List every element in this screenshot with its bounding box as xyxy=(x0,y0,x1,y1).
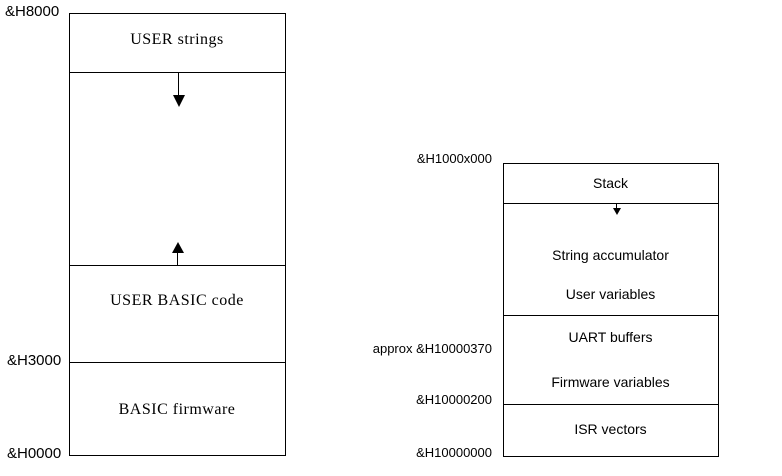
left-address-label-h3000: &H3000 xyxy=(7,352,62,369)
right-section-divider-variables xyxy=(503,315,718,316)
arrow-stem xyxy=(616,203,617,208)
right-memory-map-box xyxy=(503,163,719,457)
stack-grow-down-arrow-icon xyxy=(612,203,621,215)
left-address-label-h0000: &H0000 xyxy=(7,445,62,462)
right-section-label-isr-vectors: ISR vectors xyxy=(574,421,647,437)
left-address-label-h8000: &H8000 xyxy=(5,3,60,20)
arrow-down-head xyxy=(612,208,621,215)
right-address-label-h10000200: &H10000200 xyxy=(416,392,492,407)
arrow-stem xyxy=(178,72,179,95)
arrow-stem xyxy=(177,253,178,265)
left-section-divider-user-basic-code xyxy=(69,265,285,266)
code-grow-up-arrow-icon xyxy=(171,242,184,265)
right-address-label-h1000x000: &H1000x000 xyxy=(416,151,492,166)
arrow-down-head xyxy=(172,95,185,107)
right-section-label-string-accumulator: String accumulator xyxy=(552,247,669,263)
strings-grow-down-arrow-icon xyxy=(172,72,185,107)
left-section-label-basic-firmware: BASIC firmware xyxy=(118,401,236,418)
right-address-label-approx-h10000370: approx &H10000370 xyxy=(372,341,492,356)
right-section-divider-stack xyxy=(503,203,718,204)
right-section-label-stack: Stack xyxy=(592,175,628,191)
right-section-label-uart-buffers: UART buffers xyxy=(568,329,653,345)
left-section-divider-user-strings xyxy=(69,72,285,73)
right-section-label-user-variables: User variables xyxy=(565,286,656,302)
left-memory-map-box xyxy=(69,13,286,456)
right-address-label-h10000000: &H10000000 xyxy=(416,445,492,460)
left-section-divider-basic-firmware xyxy=(69,362,285,363)
arrow-up-head xyxy=(171,242,184,253)
right-section-label-firmware-variables: Firmware variables xyxy=(551,374,670,390)
right-section-divider-firmware-vars xyxy=(503,404,718,405)
left-section-label-user-strings: USER strings xyxy=(130,31,224,48)
left-section-label-user-basic-code: USER BASIC code xyxy=(110,292,244,309)
